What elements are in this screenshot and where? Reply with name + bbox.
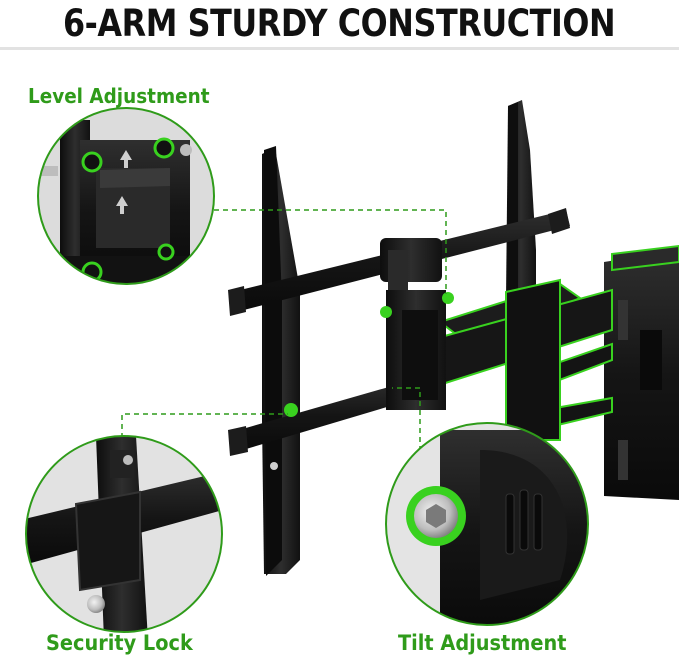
callout-leaders — [121, 209, 447, 460]
tv-mount-main — [228, 100, 679, 576]
level-adjustment-label: Level Adjustment — [28, 84, 210, 108]
headline-divider — [0, 47, 679, 50]
tilt-adjustment-zoom — [385, 422, 589, 626]
screw-icon — [87, 455, 133, 613]
hex-bolt-icon — [406, 486, 466, 546]
headline-banner: 6-ARM STURDY CONSTRUCTION — [0, 0, 679, 46]
headline-title: 6-ARM STURDY CONSTRUCTION — [63, 1, 616, 45]
security-lock-zoom — [25, 435, 223, 633]
screw-icon — [40, 144, 192, 176]
level-arrow-icon — [116, 150, 132, 214]
tilt-adjustment-label: Tilt Adjustment — [398, 631, 567, 655]
level-adjustment-zoom — [37, 107, 215, 285]
security-lock-label: Security Lock — [46, 631, 193, 655]
